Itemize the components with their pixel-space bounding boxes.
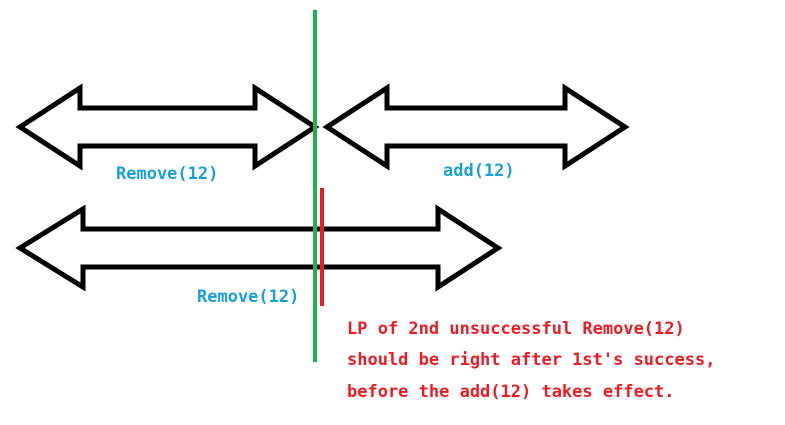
second-remove-interval-arrow bbox=[15, 204, 503, 292]
add-interval-arrow bbox=[322, 83, 630, 171]
first-remove-label: Remove(12) bbox=[116, 164, 218, 184]
first-remove-interval-arrow bbox=[15, 83, 320, 171]
note-line-2: should be right after 1st's success, bbox=[347, 350, 715, 370]
note-line-3: before the add(12) takes effect. bbox=[347, 382, 675, 402]
second-remove-label: Remove(12) bbox=[197, 287, 299, 307]
note-line-1: LP of 2nd unsuccessful Remove(12) bbox=[347, 319, 685, 339]
add-label: add(12) bbox=[443, 161, 515, 181]
